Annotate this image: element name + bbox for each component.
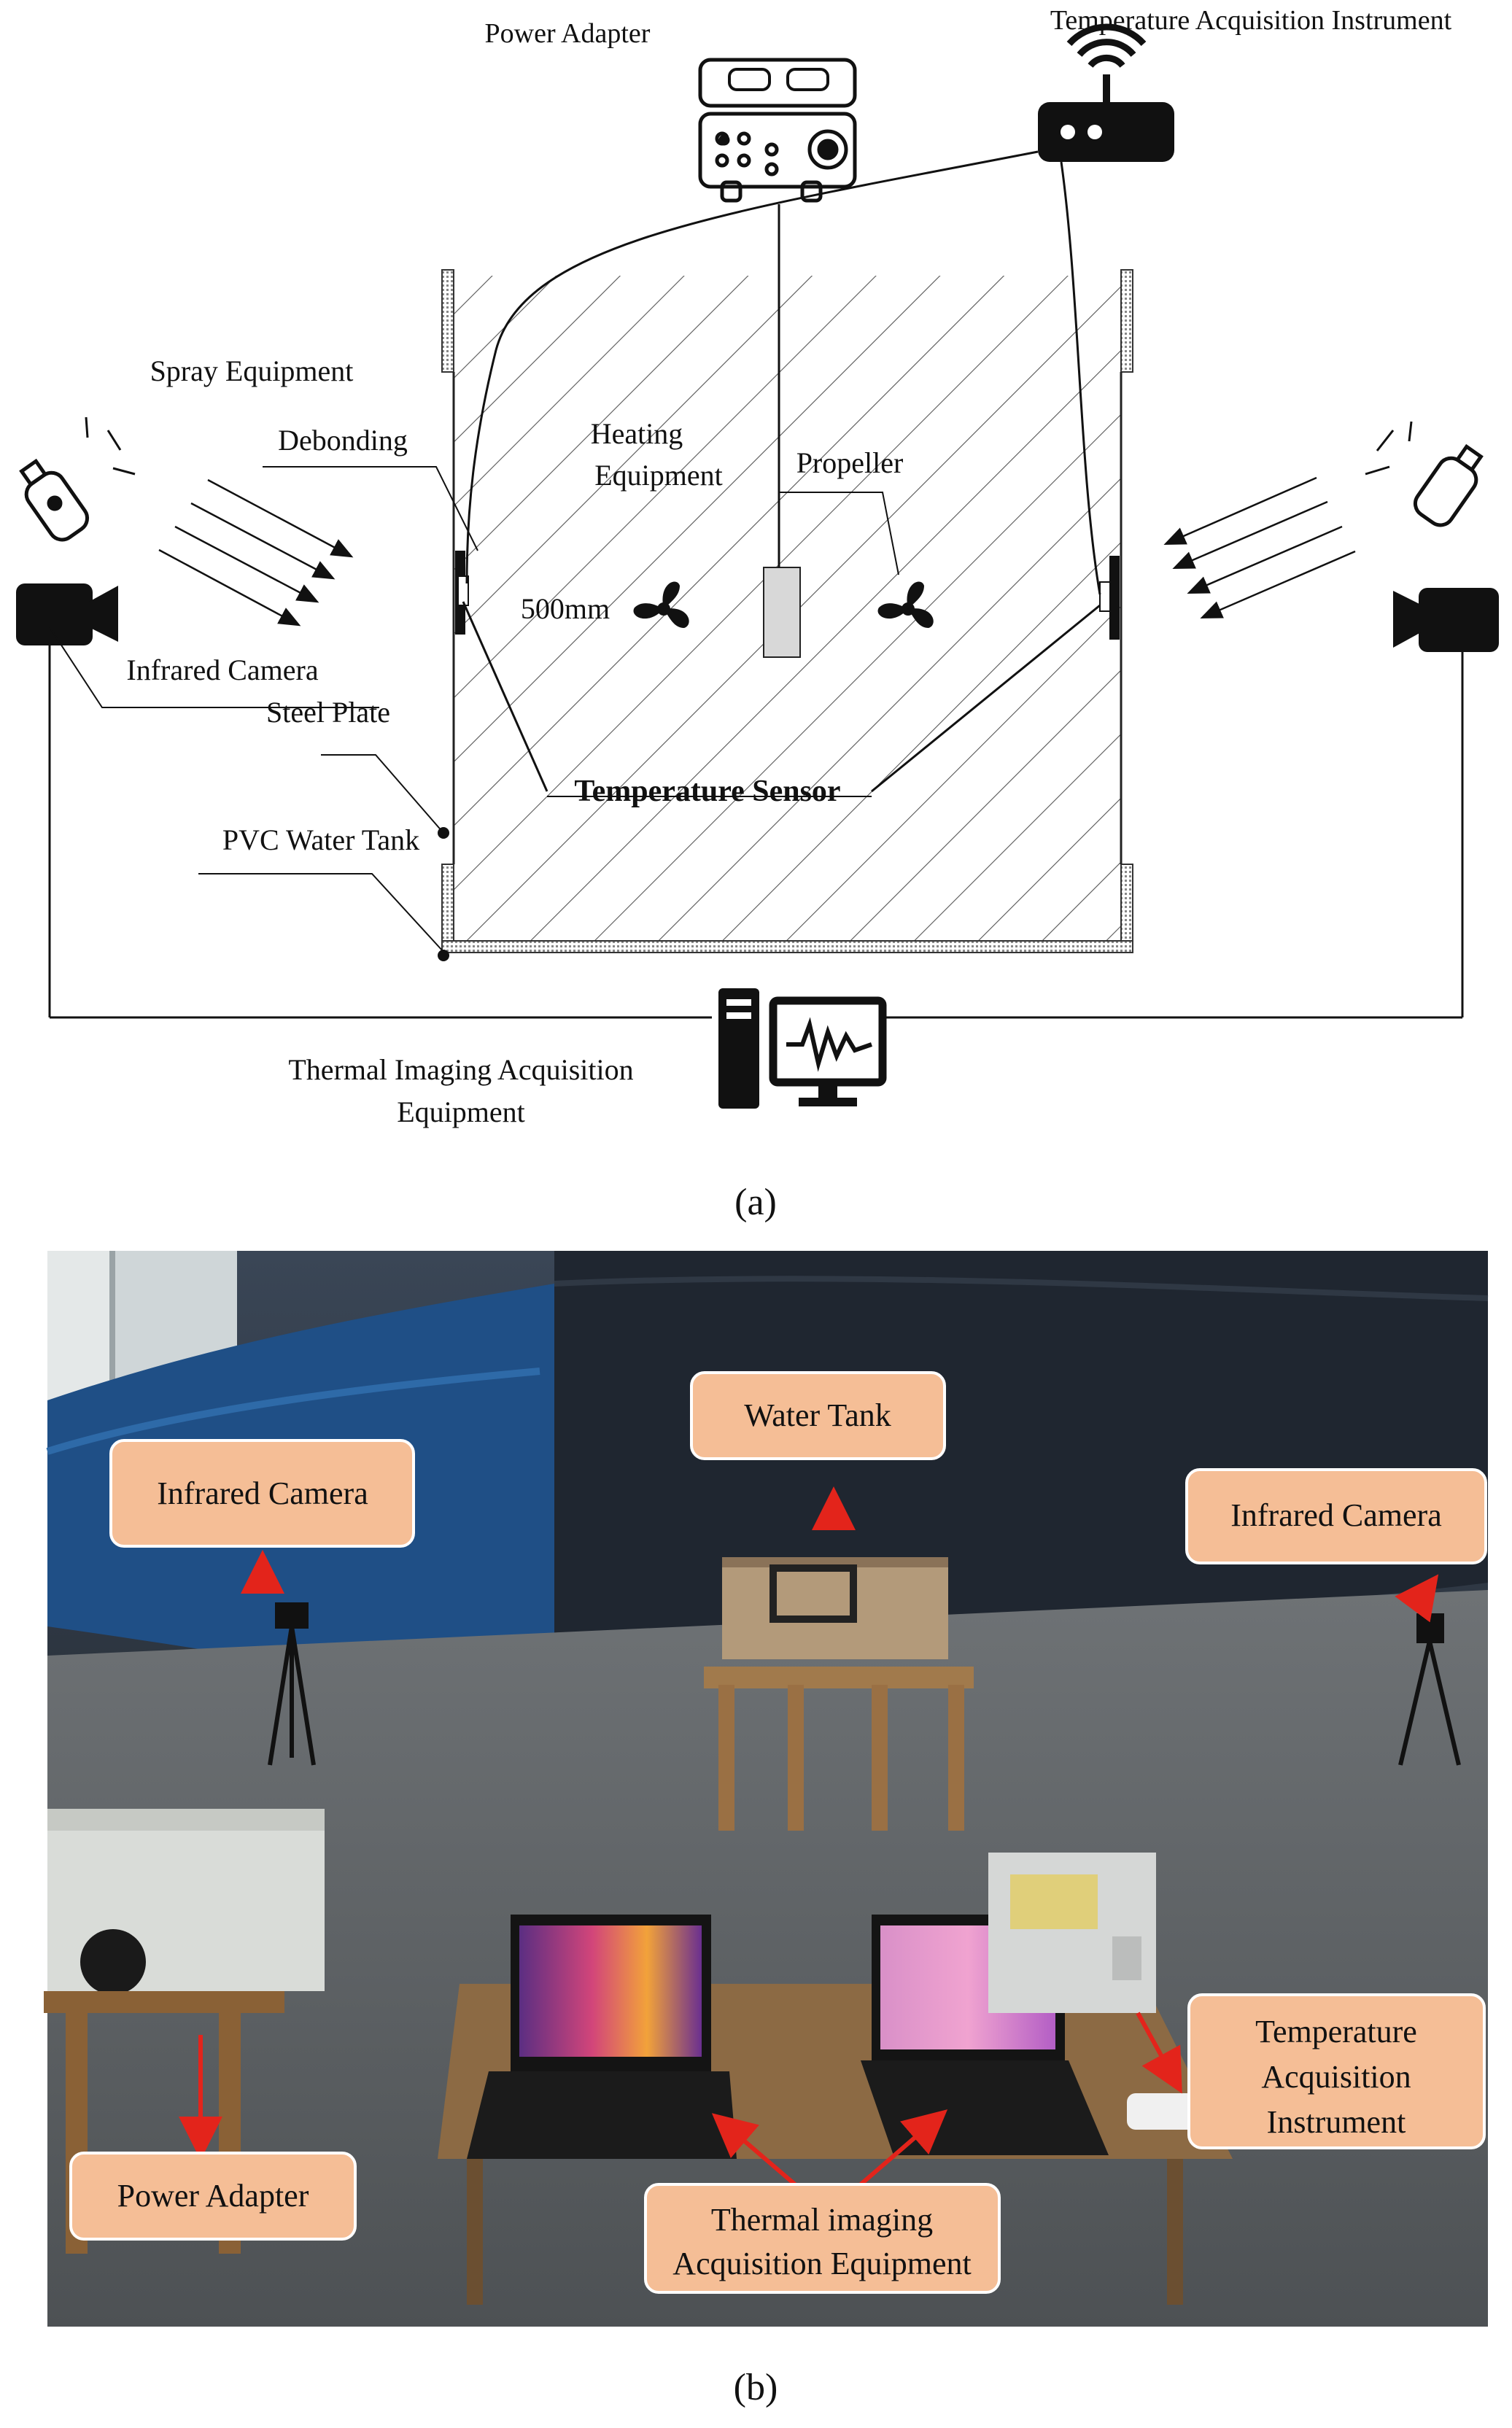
- label-debonding: Debonding: [278, 424, 408, 457]
- spray-lines-left: [85, 416, 136, 476]
- propeller-left-icon: [633, 581, 689, 628]
- callout-temp-text-3: Instrument: [1267, 2104, 1406, 2140]
- label-spray-equipment: Spray Equipment: [150, 354, 354, 387]
- temperature-instrument-icon: [1038, 23, 1174, 162]
- label-infrared-camera: Infrared Camera: [126, 653, 318, 686]
- label-dimension: 500mm: [521, 592, 610, 625]
- callout-water-tank-text: Water Tank: [744, 1397, 891, 1433]
- callout-thermal-text-1: Thermal imaging: [711, 2202, 933, 2238]
- thermal-acquisition-computer-icon: [718, 988, 887, 1109]
- callout-water-tank: Water Tank: [690, 1371, 946, 1460]
- callout-power-adapter: Power Adapter: [69, 2152, 357, 2241]
- steel-plate-marker: [438, 827, 449, 839]
- infrared-camera-left-icon: [16, 583, 118, 645]
- callout-infrared-right-text: Infrared Camera: [1230, 1497, 1441, 1533]
- label-heating-1: Heating: [591, 417, 683, 450]
- callout-infrared-camera-left: Infrared Camera: [109, 1439, 415, 1548]
- callout-arrows: [179, 1486, 1439, 2187]
- label-propeller: Propeller: [796, 446, 904, 479]
- spray-equipment-left-icon: [19, 458, 90, 542]
- callout-temp-text-1: Temperature: [1255, 2014, 1417, 2049]
- photo-laptop-left: [467, 1915, 737, 2159]
- steel-plate-left: [455, 551, 469, 635]
- caption-b: (b): [734, 2367, 778, 2408]
- propeller-right-icon: [877, 581, 934, 628]
- wires: [48, 150, 1464, 1019]
- callout-temp-text-2: Acquisition: [1261, 2059, 1411, 2095]
- photo-router: [1127, 2093, 1196, 2130]
- label-power-adapter: Power Adapter: [485, 18, 651, 49]
- spray-lines-right: [1365, 421, 1413, 476]
- photo-tripod-left: [268, 1602, 316, 1766]
- caption-a: (a): [734, 1182, 777, 1223]
- callout-infrared-camera-right: Infrared Camera: [1185, 1468, 1487, 1564]
- label-thermal-equipment-1: Thermal Imaging Acquisition: [288, 1053, 633, 1086]
- spray-equipment-right-icon: [1413, 443, 1484, 527]
- photo-temperature-instrument: [988, 1853, 1156, 2013]
- label-heating-2: Equipment: [594, 459, 723, 492]
- experiment-photo: Water Tank Infrared Camera Infrared Came…: [44, 1251, 1489, 2327]
- callout-thermal-equipment: Thermal imaging: [644, 2183, 1001, 2294]
- callout-thermal-text-2: Acquisition Equipment: [672, 2246, 971, 2281]
- label-steel-plate: Steel Plate: [266, 696, 390, 729]
- spray-arrows-left: [158, 478, 354, 627]
- tank-marker: [438, 950, 449, 961]
- label-thermal-equipment-2: Equipment: [397, 1095, 525, 1128]
- photo-water-tank: [704, 1557, 974, 1831]
- label-temperature-instrument: Temperature Acquisition Instrument: [1050, 5, 1452, 36]
- schematic-diagram: Power Adapter Temperature Acquisition In…: [16, 5, 1499, 1223]
- label-pvc-water-tank: PVC Water Tank: [222, 823, 419, 856]
- callout-power-adapter-text: Power Adapter: [117, 2178, 309, 2214]
- heating-equipment: [763, 567, 801, 658]
- power-adapter-icon: [698, 58, 857, 203]
- leader-lines: [49, 466, 899, 953]
- spray-arrows-right: [1163, 476, 1356, 618]
- infrared-camera-right-icon: [1393, 588, 1499, 652]
- callout-temperature-instrument: Temperature: [1187, 1993, 1486, 2149]
- label-temperature-sensor: Temperature Sensor: [574, 775, 840, 808]
- callout-infrared-left-text: Infrared Camera: [157, 1475, 368, 1511]
- steel-plate-right: [1099, 556, 1120, 640]
